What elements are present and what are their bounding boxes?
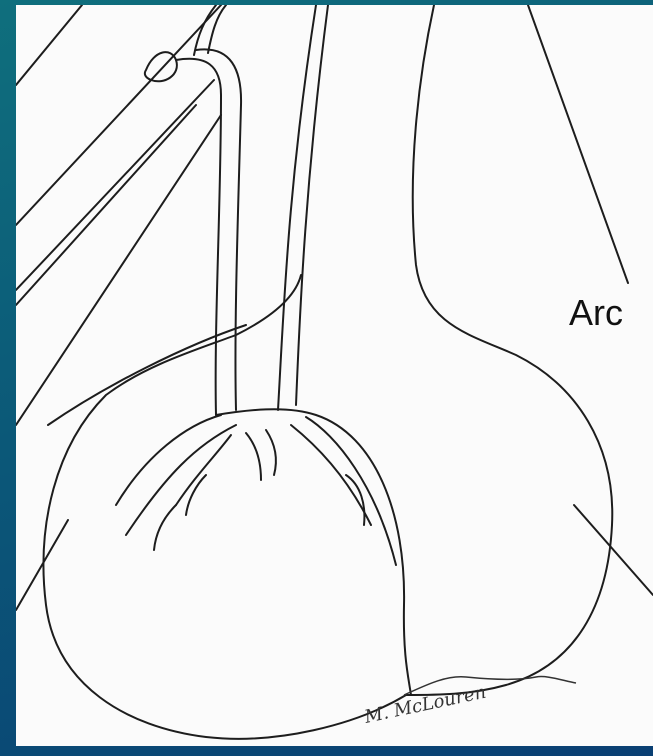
leader-line-5 [16, 520, 68, 610]
tube-right-b [296, 5, 328, 405]
branch-1 [116, 415, 221, 505]
signature-text: M. McLouren [362, 682, 488, 728]
anatomy-line-drawing: M. McLouren [16, 5, 653, 746]
label-arc-partial: Arc [569, 295, 623, 331]
leader-line-right-bottom [574, 505, 653, 595]
branch-10 [186, 475, 206, 515]
branch-5 [266, 430, 276, 475]
leader-line-6 [16, 80, 214, 290]
sac-outline [44, 5, 613, 739]
diagram-panel: M. McLouren Arc [16, 5, 653, 746]
leader-line-3 [16, 105, 196, 305]
branch-4 [246, 433, 261, 480]
branch-8 [346, 475, 364, 525]
branch-2 [126, 425, 236, 535]
tube-right-a [278, 5, 316, 410]
leader-line-right-top [528, 5, 628, 283]
inner-contour [216, 409, 411, 695]
leader-line-1 [16, 5, 82, 85]
branch-9 [154, 505, 176, 550]
